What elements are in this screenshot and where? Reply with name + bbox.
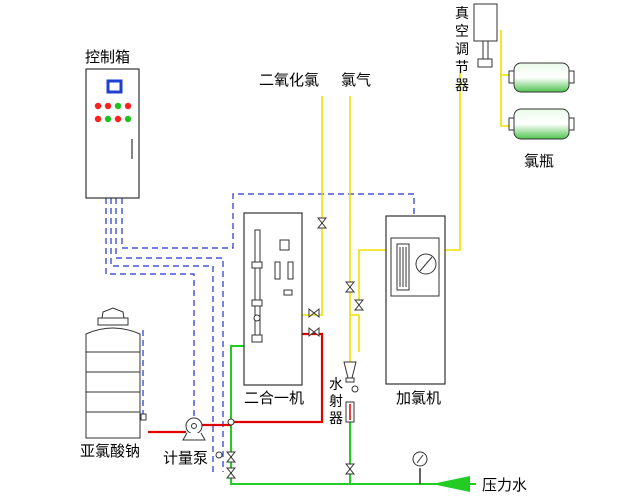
control-box-label: 控制箱: [85, 48, 130, 66]
sodium-chlorite-label: 亚氯酸钠: [80, 442, 140, 460]
vacuum-regulator-label-5: 器: [455, 78, 469, 94]
vacuum-regulator-label-3: 调: [455, 42, 469, 58]
gauge-icon: [412, 451, 428, 484]
valve-icon[interactable]: [225, 451, 237, 463]
ejector-label-1: 水: [329, 377, 343, 393]
valve-icon[interactable]: [225, 467, 237, 479]
tank-icon[interactable]: [85, 307, 147, 439]
chlorinator-label: 加氯机: [396, 389, 441, 407]
two-in-one-label: 二合一机: [244, 389, 304, 407]
valve-icon[interactable]: [344, 463, 356, 475]
indicator-lights: [94, 102, 132, 123]
valve-icon[interactable]: [353, 299, 365, 311]
valve-icon[interactable]: [308, 307, 320, 319]
chlorine-gas-label: 氯气: [341, 71, 371, 89]
valve-icon[interactable]: [344, 281, 356, 293]
cylinder-icon[interactable]: [508, 62, 575, 93]
ejector[interactable]: [343, 361, 357, 423]
control-panel-screen: [106, 79, 123, 94]
metering-pump-label: 计量泵: [163, 449, 208, 467]
vacuum-regulator-label-1: 真: [455, 6, 469, 22]
pump-icon[interactable]: [182, 417, 206, 441]
chlorine-dioxide-label: 二氧化氯: [259, 71, 319, 89]
arrow-left-icon: [432, 476, 470, 492]
valve-icon[interactable]: [227, 418, 235, 426]
chlorine-cylinder-label: 氯瓶: [524, 152, 554, 170]
flowmeter-icon: [251, 229, 294, 343]
control-cables: [105, 193, 415, 472]
ejector-label-2: 射: [329, 394, 343, 410]
control-box[interactable]: [85, 68, 140, 199]
two-in-one-machine[interactable]: [243, 212, 303, 386]
valve-icon[interactable]: [308, 326, 320, 338]
chlorinator[interactable]: [385, 215, 446, 385]
ejector-label-3: 器: [329, 411, 343, 427]
valve-icon[interactable]: [215, 451, 223, 459]
vacuum-regulator-label-2: 空: [455, 24, 469, 40]
vacuum-regulator[interactable]: [473, 3, 498, 68]
cylinder-icon[interactable]: [508, 108, 575, 140]
valve-icon[interactable]: [316, 217, 328, 229]
valve-icon[interactable]: [351, 385, 359, 393]
pressure-water-label: 压力水: [482, 476, 527, 494]
vacuum-regulator-label-4: 节: [455, 60, 469, 76]
